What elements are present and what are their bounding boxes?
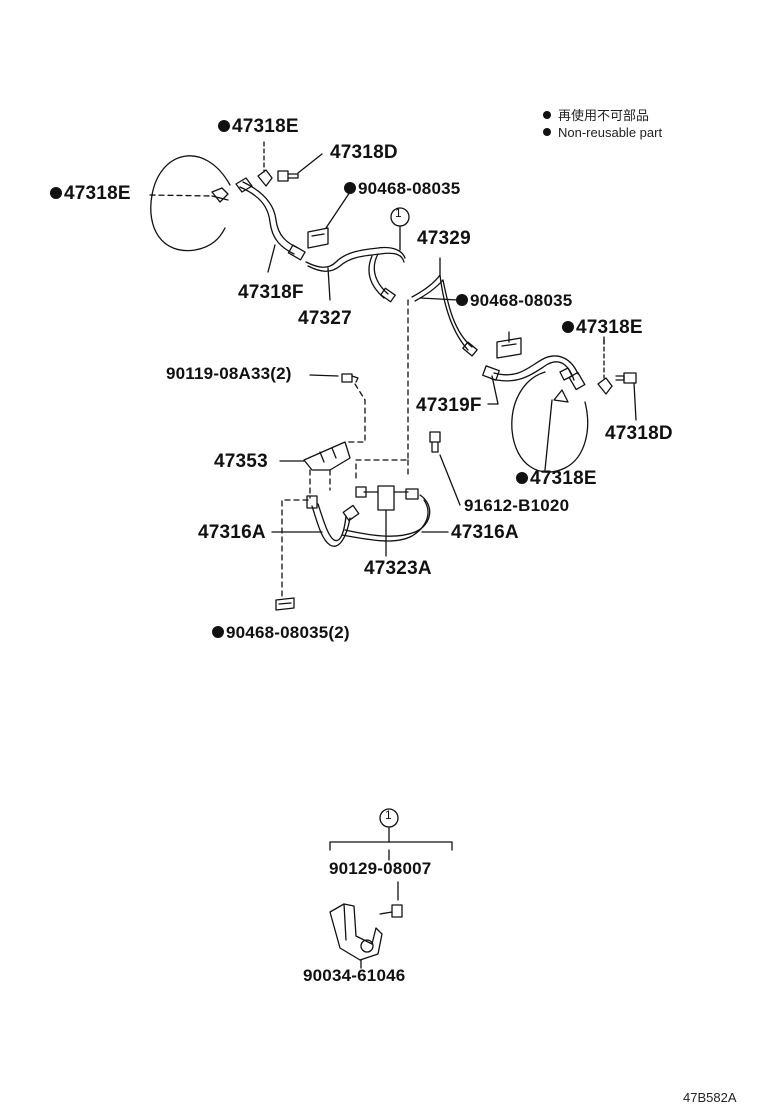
part-number: 47318D — [330, 142, 398, 163]
bullet-icon — [543, 128, 551, 136]
part-label[interactable]: 47316A — [198, 522, 266, 544]
part-label[interactable]: 90468-08035(2) — [212, 623, 350, 643]
part-label[interactable]: 47318E — [50, 183, 131, 205]
part-number: 47316A — [198, 522, 266, 543]
non-reusable-dot-icon — [562, 321, 574, 333]
part-label[interactable]: 47318E — [516, 468, 597, 490]
part-number: 91612-B1020 — [464, 496, 570, 515]
part-number: 47318E — [530, 468, 597, 489]
part-number: 90119-08A33(2) — [166, 364, 292, 383]
part-label[interactable]: 47329 — [417, 228, 471, 250]
part-label[interactable]: 47319F — [416, 395, 482, 417]
bolt-right — [615, 372, 637, 421]
part-label[interactable]: 47318E — [218, 116, 299, 138]
brake-pipe-47316A-right — [341, 494, 449, 542]
part-label[interactable]: 91612-B1020 — [464, 496, 569, 516]
part-number: 90468-08035(2) — [226, 623, 350, 642]
part-label[interactable]: 90468-08035 — [344, 179, 460, 199]
clip-90468-bottom — [275, 597, 295, 611]
right-disc-outline — [511, 371, 589, 473]
part-label[interactable]: 47318D — [330, 142, 398, 164]
clip-right — [597, 339, 613, 395]
bolt-91612 — [429, 431, 461, 506]
part-number: 47319F — [416, 395, 482, 416]
legend-jp: 再使用不可部品 — [543, 107, 662, 124]
part-number: 47316A — [451, 522, 519, 543]
bolt-90119 — [309, 373, 359, 383]
bolt-90129 — [379, 881, 403, 918]
part-label[interactable]: 90468-08035 — [456, 291, 572, 311]
part-number: 47323A — [364, 558, 432, 579]
subassembly-callout — [329, 808, 453, 861]
non-reusable-dot-icon — [218, 120, 230, 132]
part-number: 47318E — [64, 183, 131, 204]
legend-jp-text: 再使用不可部品 — [558, 108, 650, 123]
legend-en: Non-reusable part — [543, 124, 662, 141]
part-label[interactable]: 90119-08A33(2) — [166, 364, 292, 384]
junction-47323A — [355, 485, 419, 557]
legend: 再使用不可部品 Non-reusable part — [543, 107, 662, 141]
part-number: 47327 — [298, 308, 352, 329]
clip-top — [257, 141, 273, 187]
part-number: 90129-08007 — [329, 859, 432, 878]
part-number: 47353 — [214, 451, 268, 472]
non-reusable-dot-icon — [344, 182, 356, 194]
bolt-top — [277, 153, 323, 182]
non-reusable-dot-icon — [212, 626, 224, 638]
part-number: 90468-08035 — [470, 291, 573, 310]
drawing-code: 47B582A — [683, 1090, 737, 1105]
part-label[interactable]: 47318D — [605, 423, 673, 445]
part-number: 47318F — [238, 282, 304, 303]
brake-pipe-47329 — [411, 257, 478, 357]
part-label[interactable]: 90034-61046 — [303, 966, 405, 986]
part-label[interactable]: 47323A — [364, 558, 432, 580]
brake-pipe-47327 — [305, 246, 406, 303]
part-label[interactable]: 90129-08007 — [329, 859, 431, 879]
bracket-47353 — [279, 441, 351, 471]
part-label[interactable]: 47318F — [238, 282, 304, 304]
non-reusable-dot-icon — [456, 294, 468, 306]
flex-hose-left — [211, 177, 306, 261]
clip-90468-right — [496, 331, 522, 359]
left-disc-outline — [149, 155, 231, 252]
part-number: 47329 — [417, 228, 471, 249]
part-number: 90468-08035 — [358, 179, 461, 198]
non-reusable-dot-icon — [50, 187, 62, 199]
flex-hose-right — [482, 355, 586, 391]
part-number: 47318E — [576, 317, 643, 338]
callout-number-bottom: 1 — [385, 808, 392, 822]
part-label[interactable]: 47353 — [214, 451, 268, 473]
part-label[interactable]: 47327 — [298, 308, 352, 330]
brake-pipe-47316A-left — [271, 495, 360, 547]
part-number: 47318E — [232, 116, 299, 137]
callout-number-top: 1 — [395, 206, 402, 220]
bullet-icon — [543, 111, 551, 119]
part-label[interactable]: 47318E — [562, 317, 643, 339]
part-label[interactable]: 47316A — [451, 522, 519, 544]
bracket-90034 — [329, 903, 383, 969]
non-reusable-dot-icon — [516, 472, 528, 484]
part-number: 47318D — [605, 423, 673, 444]
clip-90468-top — [307, 191, 351, 249]
part-number: 90034-61046 — [303, 966, 406, 985]
legend-en-text: Non-reusable part — [558, 125, 663, 140]
